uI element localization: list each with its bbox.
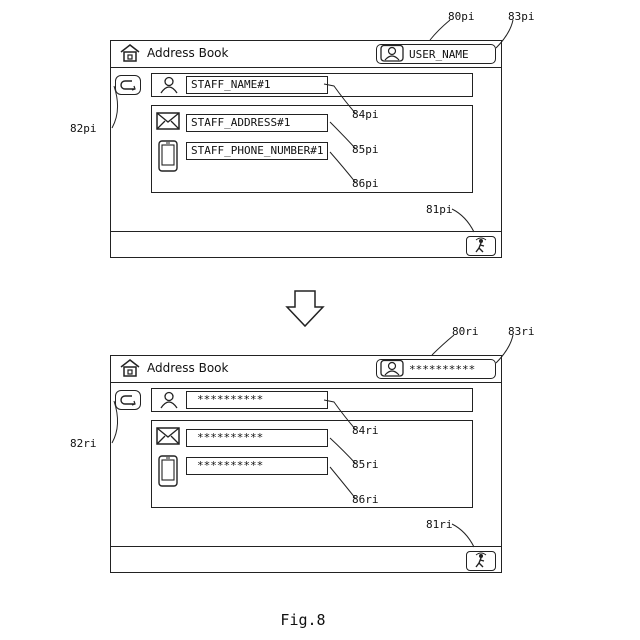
figure-caption: Fig.8: [0, 611, 606, 629]
